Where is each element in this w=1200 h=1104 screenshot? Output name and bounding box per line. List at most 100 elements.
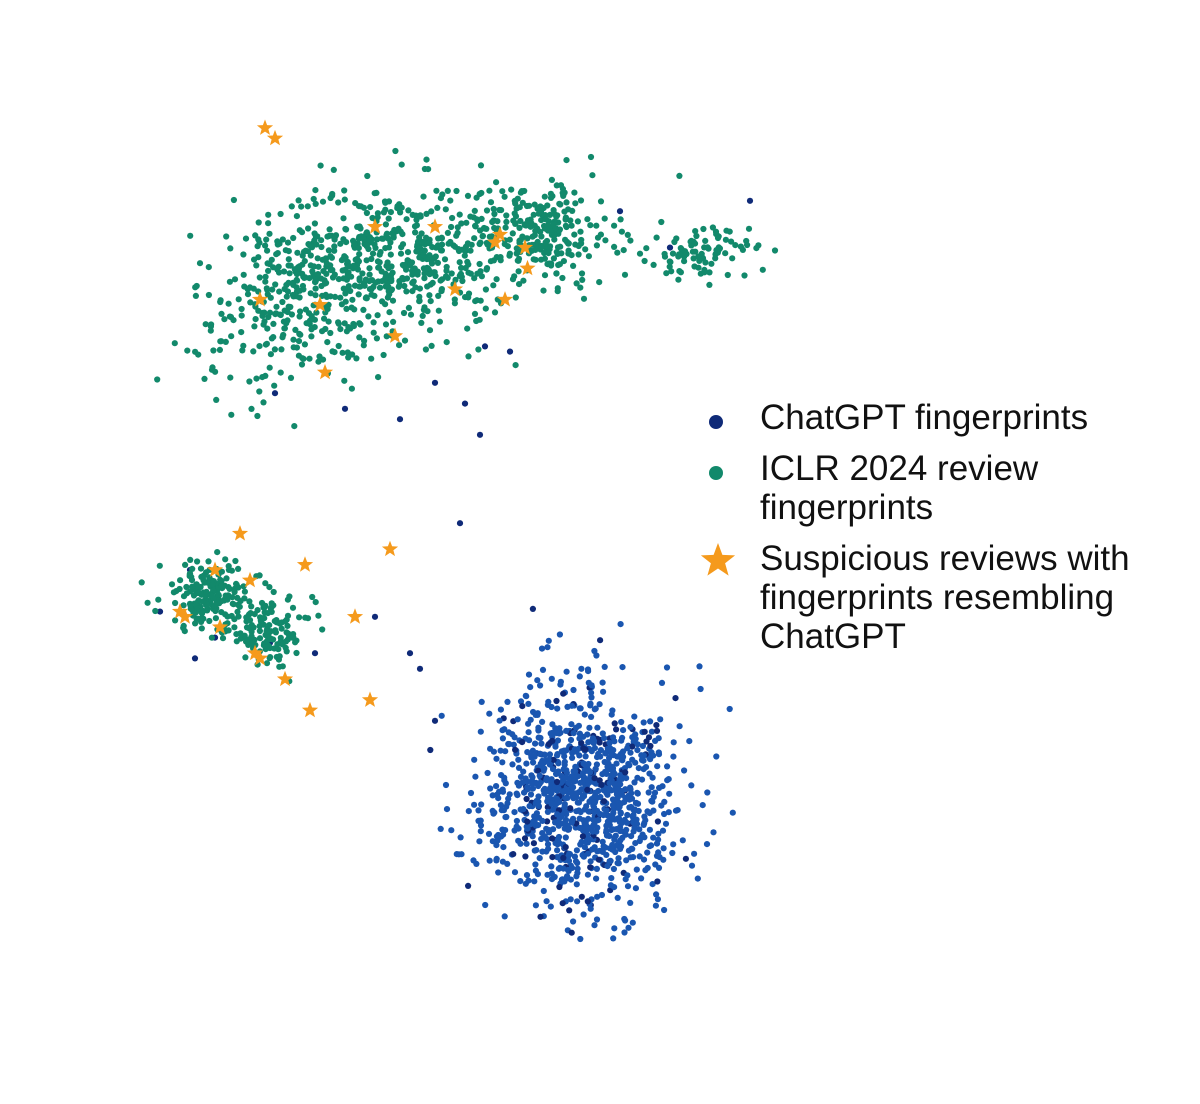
chatgpt-point [688,782,695,789]
iclr-point [464,192,472,199]
iclr-point [548,176,556,183]
chatgpt-point [486,857,493,864]
chatgpt-point [577,705,584,712]
chatgpt-point [457,834,464,841]
iclr-point [418,319,425,326]
iclr-point [589,172,596,179]
chatgpt-point [527,716,534,723]
chatgpt-point [529,605,537,613]
iclr-point [331,247,338,254]
iclr-point [577,284,584,291]
iclr-point [309,268,316,275]
iclr-point [716,245,724,252]
chatgpt-point [591,647,598,655]
iclr-point [356,251,363,258]
chatgpt-point [431,717,439,724]
iclr-point [691,263,698,270]
chatgpt-point [570,686,577,694]
iclr-point [368,236,375,243]
iclr-point [233,581,240,588]
iclr-point [361,337,368,344]
iclr-point [380,351,387,359]
iclr-point [569,207,576,214]
iclr-point [675,253,682,260]
iclr-point [468,241,475,248]
iclr-point [355,245,362,252]
chatgpt-point [603,851,610,859]
iclr-point [428,342,435,349]
chatgpt-point [587,864,594,871]
chatgpt-point [655,749,662,756]
iclr-point [276,653,283,660]
chatgpt-point [596,739,603,746]
chatgpt-point [645,789,652,796]
chatgpt-point [587,836,594,843]
chatgpt-point [511,809,518,816]
chatgpt-point [588,689,595,696]
chatgpt-point [456,520,464,527]
iclr-point [290,234,297,242]
chatgpt-point [670,739,677,746]
chatgpt-point [485,830,493,838]
chatgpt-point [543,898,550,905]
suspicious-review-star [301,701,319,718]
iclr-point [404,249,412,256]
iclr-point [585,253,593,260]
iclr-point [305,225,312,232]
chatgpt-point [640,766,647,773]
chatgpt-point [586,724,593,731]
chatgpt-point [600,812,607,819]
iclr-point [222,592,229,599]
chatgpt-point [591,775,598,782]
iclr-point [369,214,376,222]
iclr-point [246,284,254,291]
chatgpt-point [525,700,532,708]
chatgpt-point [593,875,600,882]
iclr-point [240,251,247,258]
iclr-point [228,333,235,340]
legend-entry-suspicious: Suspicious reviews with fingerprints res… [700,539,1195,656]
chatgpt-point [631,713,638,720]
iclr-point [597,198,605,205]
iclr-point [281,325,288,332]
chatgpt-point [489,838,496,845]
chatgpt-point [618,788,625,795]
iclr-point [722,236,730,243]
chatgpt-point [604,863,611,870]
iclr-point [307,290,314,297]
chatgpt-point [553,697,560,705]
chatgpt-point [622,876,629,883]
iclr-point [399,231,406,238]
chatgpt-point [611,836,618,843]
iclr-point [382,301,389,308]
chatgpt-point [599,679,606,686]
chatgpt-point [591,799,598,806]
chatgpt-point [581,844,589,851]
chatgpt-point [538,835,545,843]
chatgpt-point [563,727,570,735]
iclr-point [390,318,397,325]
iclr-point [426,327,434,334]
iclr-point [171,340,178,347]
chatgpt-point [511,746,519,753]
iclr-point [617,216,624,223]
iclr-point [572,241,579,248]
chatgpt-point [641,728,648,735]
chatgpt-point [674,807,681,814]
chatgpt-point [515,756,522,763]
iclr-point [342,266,349,273]
chatgpt-point [538,645,546,652]
chatgpt-point [484,769,491,777]
chatgpt-point [560,690,567,697]
chatgpt-point [523,795,530,803]
iclr-point [331,236,338,243]
iclr-point [226,278,233,285]
iclr-point [223,575,230,582]
chatgpt-point [580,853,588,860]
iclr-point [222,556,229,563]
chatgpt-point [531,847,538,854]
chatgpt-point [528,752,535,759]
iclr-point [744,241,751,249]
iclr-point [425,239,432,247]
chatgpt-point [490,748,497,755]
